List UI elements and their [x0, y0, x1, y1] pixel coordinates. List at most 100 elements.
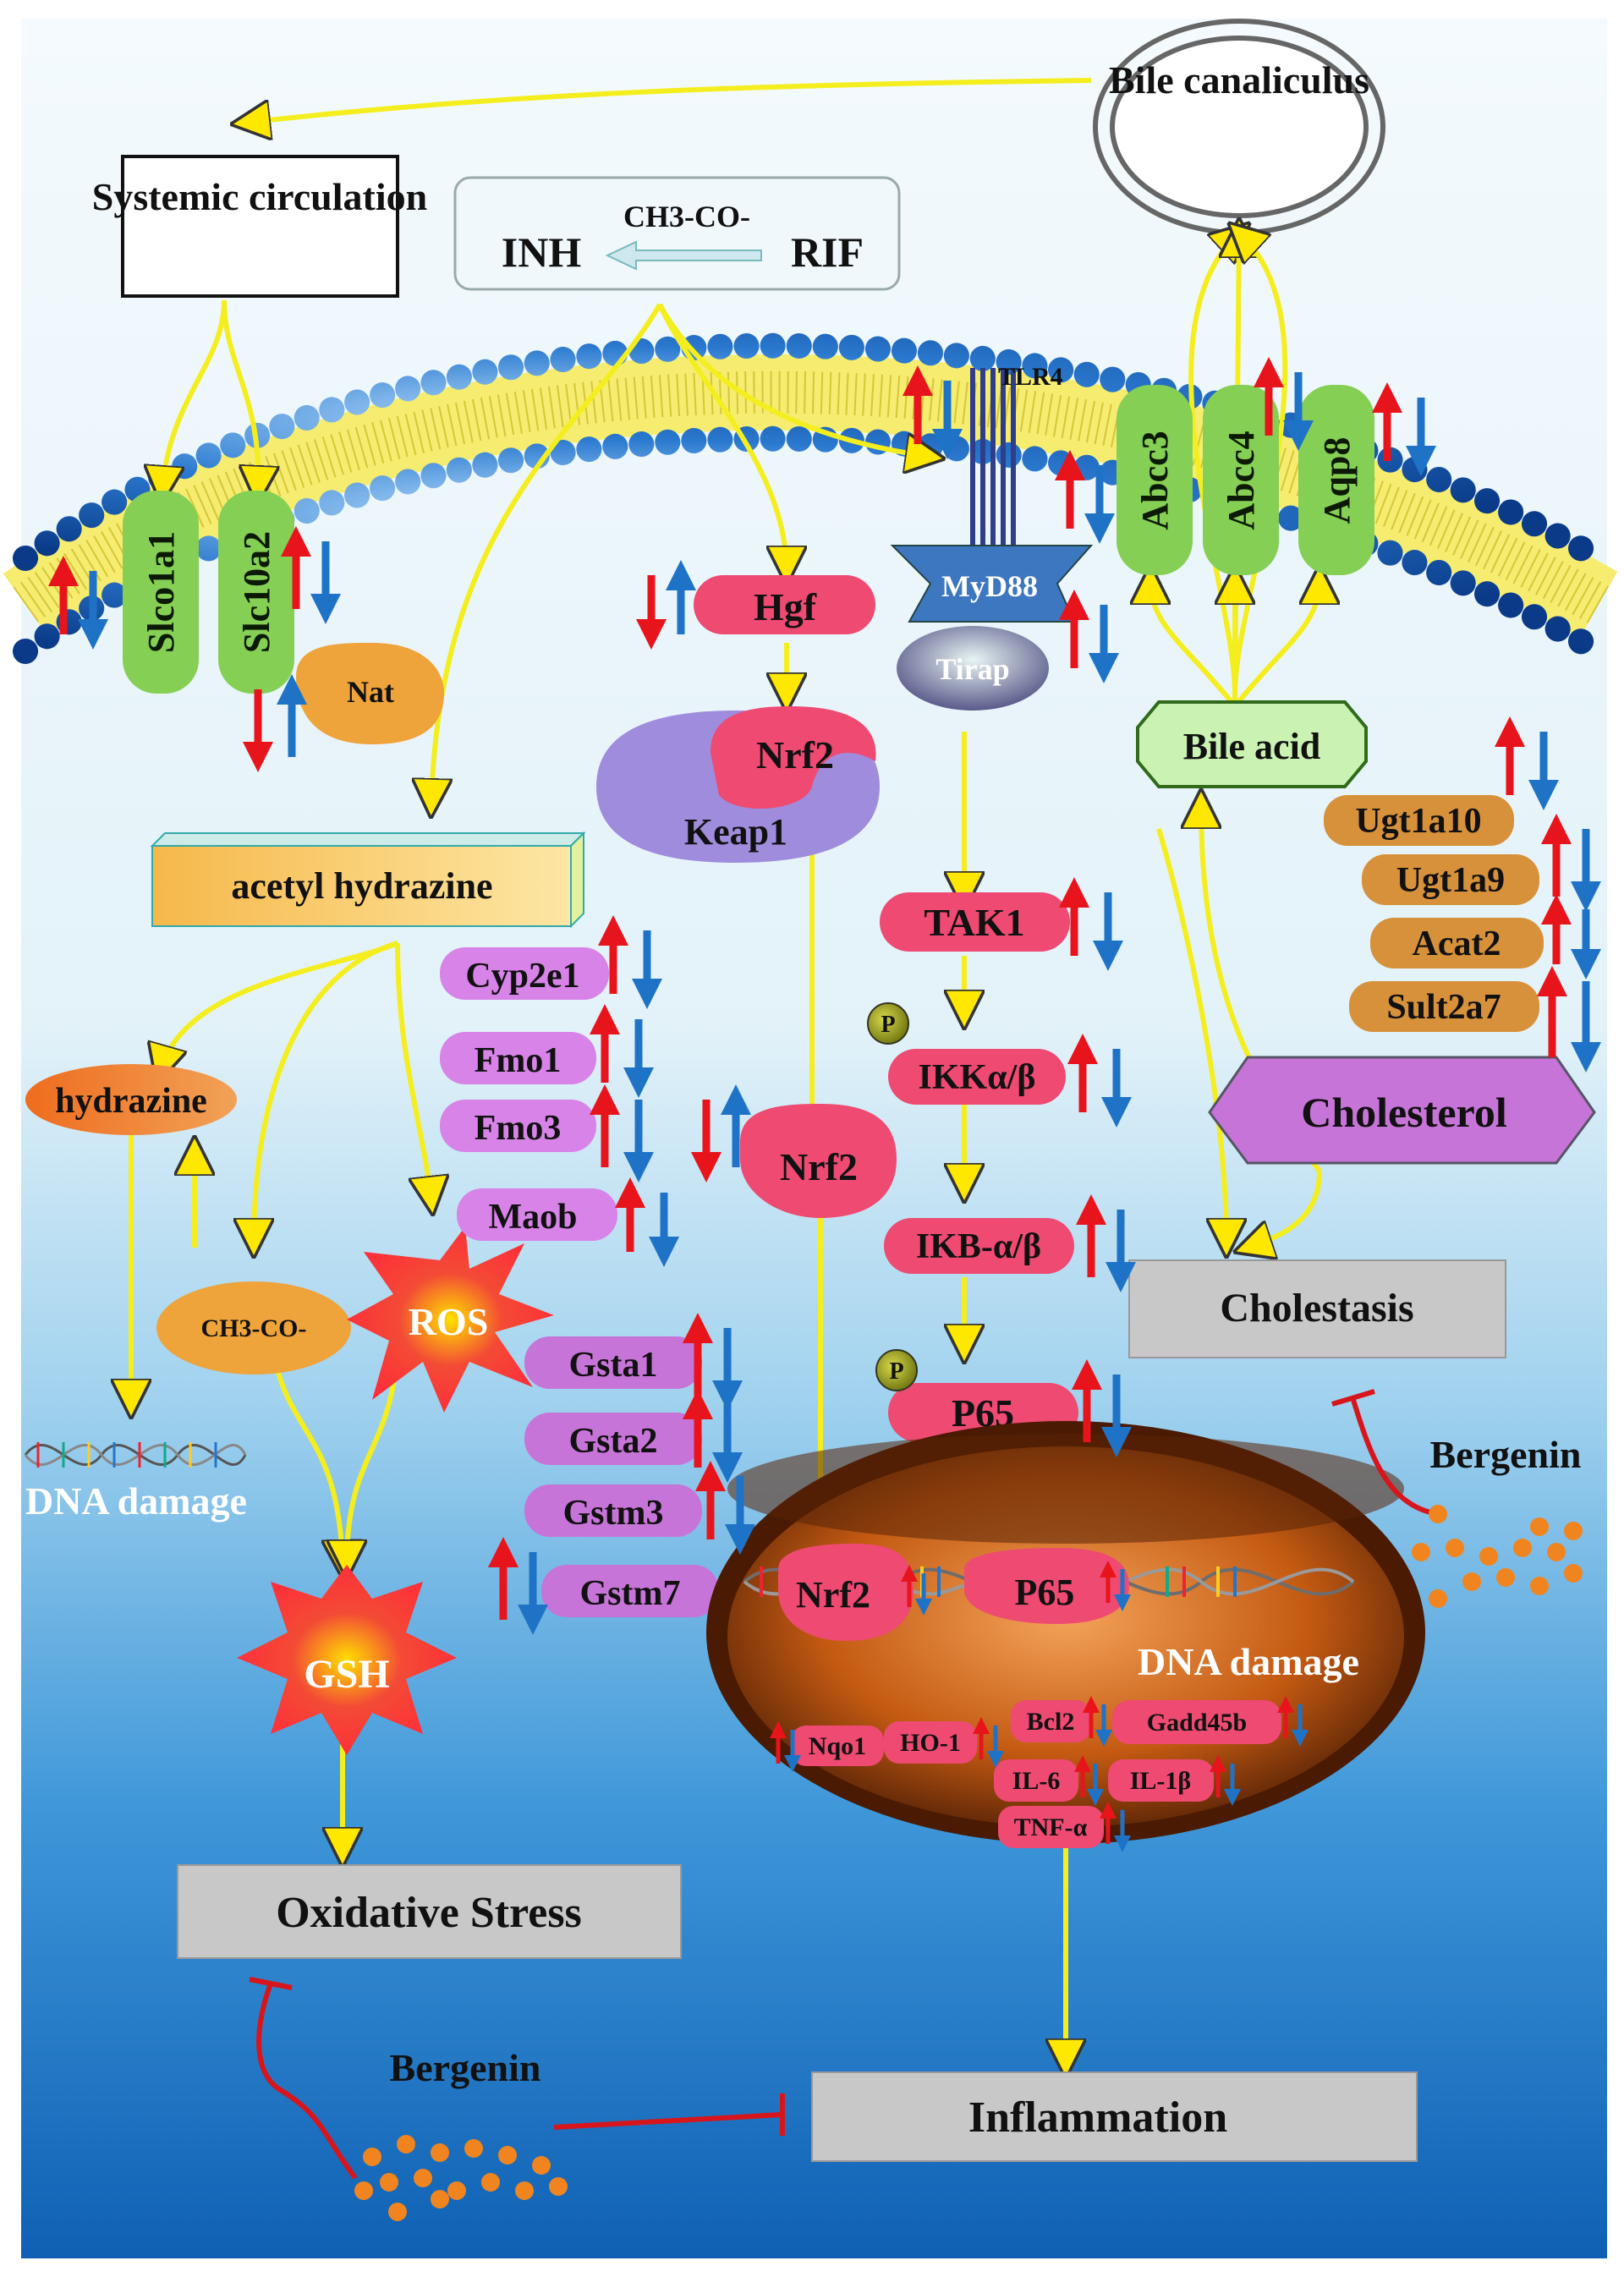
slco1a1-node: Slco1a1 — [123, 491, 199, 694]
bile-acid-label: Bile acid — [1183, 726, 1321, 767]
conversion-arrow — [605, 240, 762, 271]
oxidative-stress-box: Oxidative Stress — [177, 1864, 682, 1959]
abcc4-label: Abcc4 — [1221, 431, 1262, 529]
dna-damage-left-label: DNA damage — [25, 1479, 247, 1523]
regulation-arrows — [48, 357, 1601, 1635]
il1b-label: IL-1β — [1130, 1767, 1191, 1795]
cyp2e1-label: Cyp2e1 — [465, 957, 579, 996]
ikb-node: IKB-α/β — [884, 1218, 1074, 1274]
phosphate-ikk: P — [867, 1002, 909, 1045]
enzyme-cyp2e1: Cyp2e1 — [440, 947, 609, 1000]
bcl2-label: Bcl2 — [1027, 1708, 1075, 1736]
nrf2-keap-label: Nrf2 — [756, 733, 834, 776]
inflammation-label: Inflammation — [968, 2093, 1227, 2142]
tirap-node: Tirap — [897, 626, 1049, 711]
cholestasis-box: Cholestasis — [1128, 1259, 1506, 1358]
ros-node: ROS — [347, 1226, 554, 1413]
hgf-label: Hgf — [754, 585, 817, 628]
sult2a7-label: Sult2a7 — [1386, 988, 1501, 1027]
oxidative-stress-label: Oxidative Stress — [276, 1889, 582, 1937]
gene-bcl2: Bcl2 — [1011, 1700, 1091, 1742]
aqp8-node: Aqp8 — [1298, 385, 1374, 575]
enzyme-gsta1: Gsta1 — [524, 1336, 702, 1389]
ugt1a10-label: Ugt1a10 — [1355, 802, 1481, 841]
enzyme-maob: Maob — [457, 1188, 617, 1241]
abcc4-node: Abcc4 — [1203, 385, 1279, 575]
gene-il1b: IL-1β — [1108, 1759, 1214, 1802]
ikb-label: IKB-α/β — [916, 1227, 1041, 1266]
phosphate-ikk-label: P — [881, 1012, 895, 1038]
inh-rif-box: INH RIF CH3-CO- — [453, 176, 901, 291]
bergenin-left-label: Bergenin — [390, 2046, 541, 2089]
cholesterol-label: Cholesterol — [1301, 1089, 1507, 1136]
gadd45b-label: Gadd45b — [1147, 1709, 1247, 1737]
tak1-label: TAK1 — [924, 901, 1024, 944]
nrf2-nucleus-node: Nrf2 — [778, 1544, 914, 1641]
nucleus-regulation-arrows — [770, 1561, 1309, 1852]
p65-nucleus-label: P65 — [1015, 1572, 1075, 1613]
phosphate-p65: P — [875, 1349, 918, 1391]
rif-label: RIF — [791, 228, 864, 276]
ugt1a9-label: Ugt1a9 — [1396, 861, 1505, 900]
bile-canaliculus-label: Bile canaliculus — [1109, 58, 1369, 102]
bergenin-right-label: Bergenin — [1430, 1433, 1582, 1476]
cholesterol-node: Cholesterol — [1208, 1056, 1596, 1165]
ch3co-label: CH3-CO- — [201, 1314, 307, 1342]
nrf2-nucleus-label: Nrf2 — [796, 1574, 870, 1616]
tlr4-label: TLR4 — [998, 363, 1063, 391]
slc10a2-node: Slc10a2 — [218, 491, 294, 694]
gstm3-label: Gstm3 — [563, 1494, 664, 1533]
bergenin-dots-left — [354, 2135, 568, 2221]
gsta2-label: Gsta2 — [569, 1422, 658, 1461]
acetyl-hydrazine-node: acetyl hydrazine — [150, 831, 586, 929]
phosphate-p65-label: P — [889, 1358, 903, 1385]
ros-label: ROS — [409, 1300, 489, 1343]
fmo3-label: Fmo3 — [475, 1109, 562, 1148]
aqp8-label: Aqp8 — [1316, 437, 1358, 524]
ho1-label: HO-1 — [900, 1729, 961, 1757]
gsh-label: GSH — [304, 1652, 389, 1697]
dna-helix-left — [24, 1442, 247, 1468]
enzyme-gstm7: Gstm7 — [541, 1565, 719, 1617]
acetyl-group-label: CH3-CO- — [623, 200, 750, 233]
enzyme-sult2a7: Sult2a7 — [1349, 981, 1539, 1032]
gene-nqo1: Nqo1 — [791, 1726, 884, 1766]
bergenin-dots-right — [1412, 1505, 1583, 1608]
systemic-circulation-label: Systemic circulation — [92, 175, 427, 218]
p65-nucleus-node: P65 — [964, 1548, 1129, 1624]
hydrazine-node: hydrazine — [25, 1064, 237, 1135]
nat-node: Nat — [296, 643, 444, 744]
keap1-complex: Nrf2 Keap1 — [596, 706, 880, 863]
enzyme-fmo1: Fmo1 — [440, 1032, 596, 1084]
tirap-label: Tirap — [935, 652, 1009, 686]
inh-label: INH — [502, 228, 582, 276]
inflammation-box: Inflammation — [811, 2071, 1418, 2162]
myd88-label: MyD88 — [941, 569, 1038, 603]
ikk-label: IKKα/β — [919, 1058, 1036, 1097]
dna-damage-nucleus-label: DNA damage — [1138, 1640, 1359, 1683]
bile-acid-node: Bile acid — [1136, 700, 1368, 788]
nat-label: Nat — [347, 675, 394, 709]
gene-tnfa: TNF-α — [998, 1806, 1104, 1848]
gstm7-label: Gstm7 — [580, 1574, 681, 1613]
tlr4-receptor — [970, 368, 1016, 558]
acat2-label: Acat2 — [1413, 925, 1501, 963]
tnfa-label: TNF-α — [1014, 1813, 1088, 1841]
slc10a2-label: Slc10a2 — [236, 531, 277, 653]
hgf-node: Hgf — [694, 575, 875, 634]
inhibition-lines — [249, 1389, 1439, 2180]
hydrazine-label: hydrazine — [55, 1082, 207, 1121]
systemic-circulation-box: Systemic circulation — [92, 155, 427, 298]
enzyme-gstm3: Gstm3 — [524, 1484, 702, 1537]
ikk-node: IKKα/β — [888, 1049, 1066, 1105]
gsh-node: GSH — [237, 1565, 457, 1755]
nrf2-mid-label: Nrf2 — [780, 1145, 858, 1188]
il6-label: IL-6 — [1012, 1767, 1061, 1795]
tak1-node: TAK1 — [880, 892, 1070, 952]
gsta1-label: Gsta1 — [569, 1346, 658, 1385]
nrf2-free-node: Nrf2 — [740, 1104, 897, 1218]
slco1a1-label: Slco1a1 — [140, 531, 182, 653]
keap1-label: Keap1 — [684, 811, 787, 853]
enzyme-acat2: Acat2 — [1370, 918, 1544, 968]
